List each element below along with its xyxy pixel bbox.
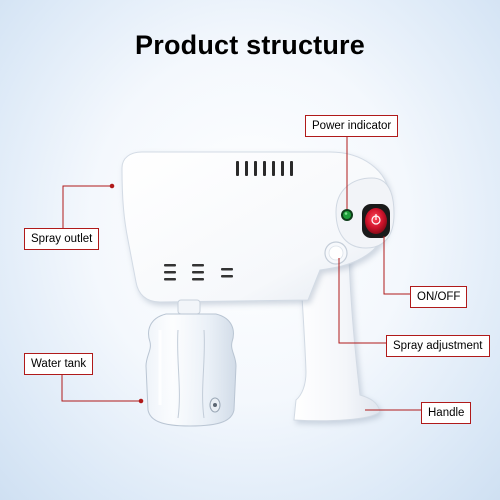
label-on-off: ON/OFF (410, 286, 468, 308)
water-tank (145, 299, 237, 427)
callout-line-water-tank (61, 370, 141, 402)
callout-dot-spray-outlet (109, 183, 115, 189)
callout-line-spray-adjustment (338, 258, 386, 344)
label-water-tank: Water tank (24, 353, 94, 375)
label-spray-outlet: Spray outlet (24, 228, 100, 250)
top-vent (236, 161, 293, 176)
label-handle: Handle (421, 402, 472, 424)
side-vent (164, 264, 233, 281)
power-indicator-light (341, 209, 353, 221)
callout-line-on-off (383, 236, 410, 295)
spray-adjustment-knob[interactable] (324, 241, 348, 265)
handle (293, 239, 381, 422)
gun-body (121, 151, 391, 303)
label-spray-adjustment: Spray adjustment (386, 335, 490, 357)
label-power-indicator: Power indicator (305, 115, 399, 137)
callout-dot-water-tank (138, 398, 144, 404)
on-off-switch[interactable] (362, 204, 390, 238)
callout-line-spray-outlet (62, 185, 112, 230)
page-title: Product structure (135, 30, 365, 60)
